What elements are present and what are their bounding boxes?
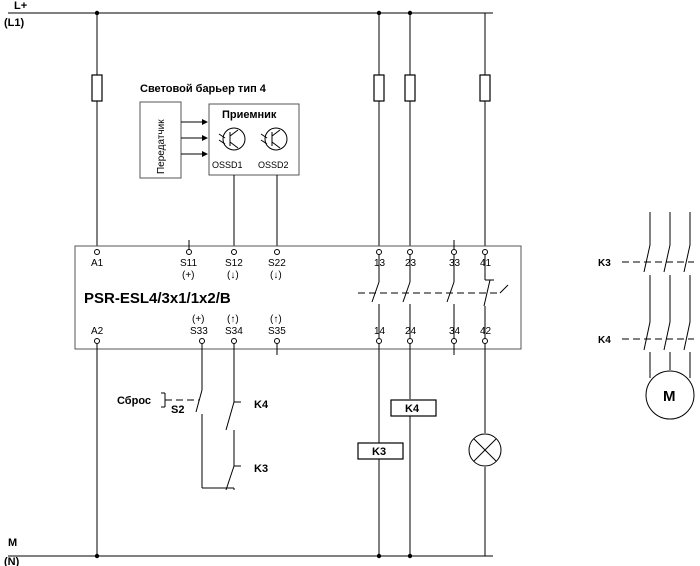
transmitter-label: Передатчик — [156, 119, 167, 174]
terminal-s12-mark: (↓) — [227, 270, 239, 281]
motor-icon — [645, 370, 695, 420]
coil-k4-label: K4 — [405, 403, 420, 415]
coil-k3: K3 — [357, 442, 404, 460]
output-wires — [96, 344, 486, 556]
terminal-s11-mark: (+) — [182, 270, 195, 281]
feedback-circuit: Сброс S2 K4 K3 — [117, 344, 269, 491]
relay-box — [74, 245, 522, 350]
terminal-s34 — [231, 338, 237, 344]
terminal-s33 — [199, 338, 205, 344]
relay-model-label: PSR-ESL4/3x1/1x2/B — [84, 290, 231, 307]
motor-contact-k3-label: K3 — [598, 258, 611, 269]
motor-label: M — [663, 388, 676, 405]
reset-button-label: S2 — [171, 404, 184, 416]
phototransistor-icon — [218, 127, 246, 151]
receiver-box — [208, 103, 300, 176]
fuse-a1 — [91, 74, 103, 102]
terminal-42 — [482, 338, 488, 344]
terminal-s11 — [186, 249, 192, 255]
terminal-s33-label: S33 — [190, 326, 208, 337]
terminal-33-label: 33 — [449, 258, 461, 269]
coil-k3-label: K3 — [372, 446, 386, 458]
terminal-24-label: 24 — [405, 326, 417, 337]
phototransistor-icon — [260, 127, 288, 151]
motor-contact-k4-label: K4 — [598, 335, 611, 346]
terminal-s22-mark: (↓) — [270, 270, 282, 281]
light-barrier-title: Световой барьер тип 4 — [140, 83, 267, 95]
terminal-s34-mark: (↑) — [227, 314, 239, 325]
receiver-label: Приемник — [222, 109, 277, 121]
terminal-23-label: 23 — [405, 258, 417, 269]
fuse-23 — [404, 74, 416, 102]
terminal-34-label: 34 — [449, 326, 461, 337]
bottom-rail-sublabel: (N) — [4, 556, 20, 566]
terminal-s22-label: S22 — [268, 258, 286, 269]
terminal-a1-label: A1 — [91, 258, 104, 269]
feedback-contact-k4-label: K4 — [254, 399, 269, 411]
light-arrows — [181, 119, 208, 157]
terminal-a2-label: A2 — [91, 326, 104, 337]
lamp-icon — [468, 433, 502, 467]
ossd2-label: OSSD2 — [258, 160, 289, 170]
terminal-s35 — [274, 338, 280, 344]
feedback-contact-k3-label: K3 — [254, 463, 268, 475]
terminal-23 — [407, 249, 413, 255]
terminal-34 — [451, 338, 457, 344]
transmitter-box — [139, 101, 182, 179]
terminal-a2 — [94, 338, 100, 344]
reset-label: Сброс — [117, 395, 151, 407]
terminal-s12-label: S12 — [225, 258, 243, 269]
light-barrier: Световой барьер тип 4 Передатчик Приемни… — [139, 83, 300, 249]
terminal-s33-mark: (+) — [192, 314, 205, 325]
terminal-41-label: 41 — [480, 258, 492, 269]
coil-k4: K4 — [390, 399, 437, 417]
top-rail-sublabel: (L1) — [4, 17, 25, 29]
terminal-33 — [451, 249, 457, 255]
supply-wires — [91, 13, 491, 249]
terminal-42-label: 42 — [480, 326, 492, 337]
terminal-14-label: 14 — [374, 326, 386, 337]
fuse-13 — [373, 74, 385, 102]
terminal-13-label: 13 — [374, 258, 386, 269]
motor-circuit: K3 K4 M — [598, 212, 695, 420]
terminal-13 — [376, 249, 382, 255]
terminal-41 — [482, 249, 488, 255]
fuse-41 — [479, 74, 491, 102]
terminal-s12 — [231, 249, 237, 255]
terminal-14 — [376, 338, 382, 344]
output-contacts — [358, 255, 509, 338]
terminal-s11-label: S11 — [180, 258, 197, 269]
safety-relay: PSR-ESL4/3x1/1x2/B A1 S11 S12 S22 13 23 … — [74, 240, 522, 355]
terminal-s35-mark: (↑) — [270, 314, 282, 325]
terminal-s34-label: S34 — [225, 326, 243, 337]
bottom-rail-label: M — [8, 537, 17, 549]
terminal-s22 — [274, 249, 280, 255]
top-rail-label: L+ — [14, 0, 27, 12]
terminal-24 — [407, 338, 413, 344]
ossd1-label: OSSD1 — [212, 160, 243, 170]
terminal-s35-label: S35 — [268, 326, 286, 337]
terminal-a1 — [94, 249, 100, 255]
